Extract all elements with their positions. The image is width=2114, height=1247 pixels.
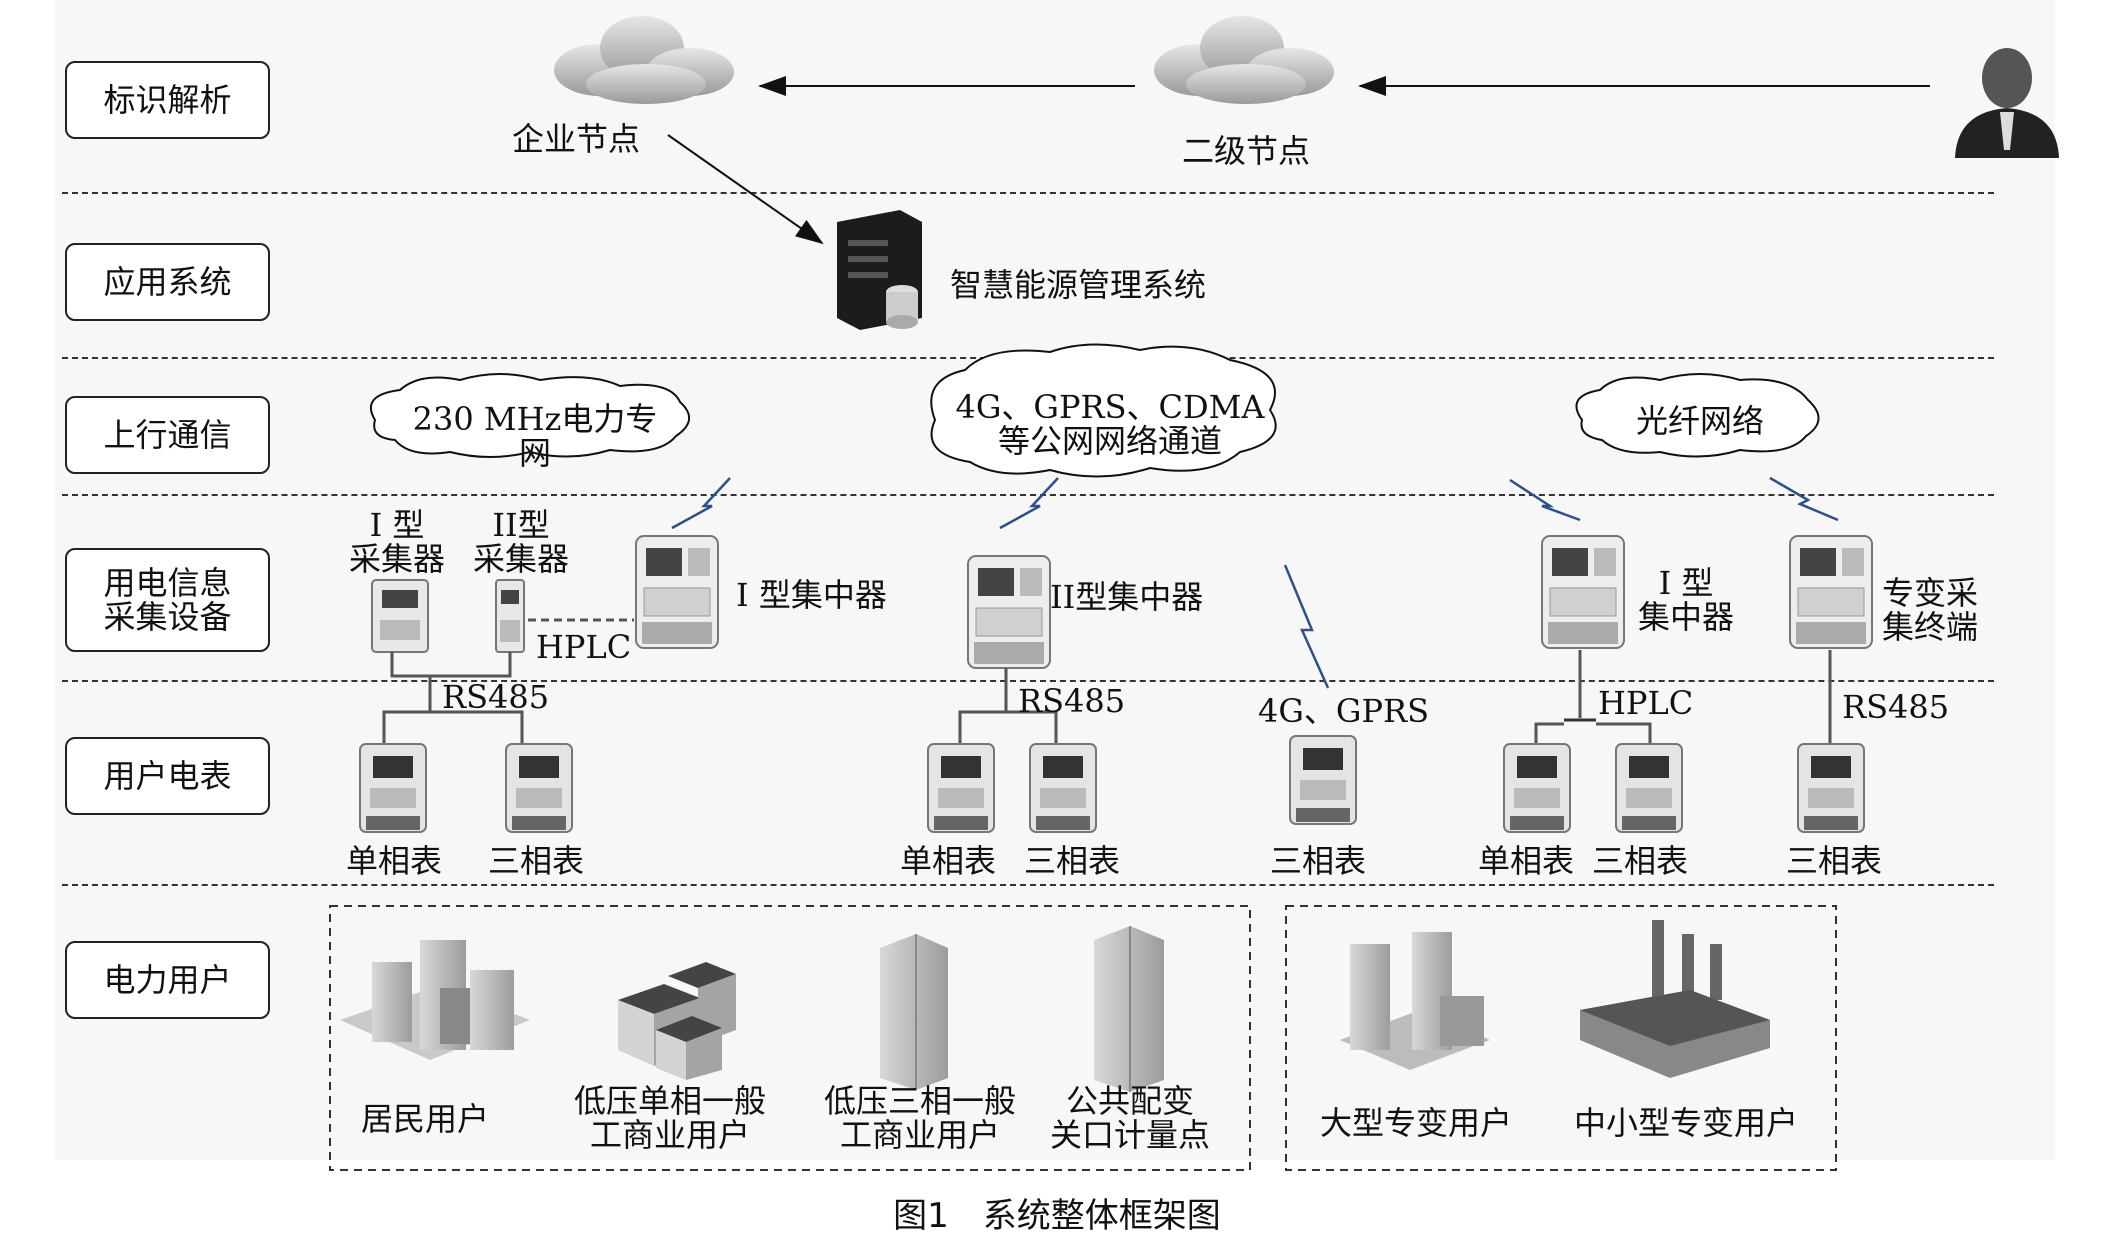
three-phase-meter-icon xyxy=(1029,743,1097,833)
private-net-label: 230 MHz电力专网 xyxy=(412,400,658,472)
concentrator2-label: II型集中器 xyxy=(1050,578,1204,616)
separator xyxy=(62,884,1994,886)
public-net-label: 4G、GPRS、CDMA 等公网网络通道 xyxy=(955,388,1265,460)
collector1-label: I 型 采集器 xyxy=(348,506,445,578)
server-icon xyxy=(837,210,922,330)
enterprise-node-label: 企业节点 xyxy=(512,120,641,158)
lightning-icon xyxy=(1283,564,1330,689)
tower-building-icon xyxy=(880,934,948,1090)
collector-type1-icon xyxy=(371,579,429,653)
private-net-bubble xyxy=(369,373,690,458)
layer-devices: 用电信息 采集设备 xyxy=(65,548,270,652)
commercial-building-icon xyxy=(618,962,736,1080)
meter-label: 三相表 xyxy=(1024,842,1121,880)
secondary-node-label: 二级节点 xyxy=(1182,132,1311,170)
separator xyxy=(62,192,1994,194)
office-building-icon xyxy=(1094,926,1164,1092)
gprs-label: 4G、GPRS xyxy=(1258,692,1430,730)
fiber-label: 光纤网络 xyxy=(1635,402,1764,440)
user-type-label: 中小型专变用户 xyxy=(1573,1104,1798,1142)
concentrator-type1b-icon xyxy=(1541,535,1625,649)
lightning-icon xyxy=(671,477,731,530)
system-label: 智慧能源管理系统 xyxy=(950,266,1207,304)
residential-building-icon xyxy=(340,940,530,1060)
hplc-label: HPLC xyxy=(536,628,632,666)
meter-label: 三相表 xyxy=(1270,842,1367,880)
single-phase-meter-icon xyxy=(1503,743,1571,833)
user-type-label: 低压单相一般 工商业用户 xyxy=(573,1082,766,1154)
hplc-label: HPLC xyxy=(1598,684,1694,722)
lightning-icon xyxy=(999,477,1059,530)
concentrator3-label: I 型 集中器 xyxy=(1637,564,1734,636)
lightning-icon xyxy=(1509,478,1581,522)
layer-app: 应用系统 xyxy=(65,243,270,321)
rs485-label: RS485 xyxy=(442,678,550,716)
single-phase-meter-icon xyxy=(927,743,995,833)
concentrator1-label: I 型集中器 xyxy=(736,576,887,614)
special-terminal-icon xyxy=(1789,535,1873,649)
concentrator-type2-icon xyxy=(967,555,1051,669)
rs485-label: RS485 xyxy=(1842,688,1950,726)
layer-identity: 标识解析 xyxy=(65,61,270,139)
low-voltage-users-group xyxy=(329,905,1251,1171)
lightning-icon xyxy=(1769,476,1839,522)
large-enterprise-building-icon xyxy=(1340,932,1490,1070)
three-phase-meter-icon xyxy=(1289,735,1357,825)
public-net-bubble xyxy=(930,343,1277,478)
meter-label: 单相表 xyxy=(1478,842,1575,880)
three-phase-meter-icon xyxy=(1615,743,1683,833)
arrow-enterprise-to-system xyxy=(667,134,824,245)
meter-label: 三相表 xyxy=(488,842,585,880)
three-phase-meter-icon xyxy=(505,743,573,833)
secondary-node-cloud-icon xyxy=(1154,16,1334,104)
layer-users: 电力用户 xyxy=(65,941,270,1019)
user-type-label: 低压三相一般 工商业用户 xyxy=(823,1082,1016,1154)
user-person-icon xyxy=(1955,48,2059,158)
enterprise-node-cloud-icon xyxy=(554,16,734,104)
meter-label: 单相表 xyxy=(900,842,997,880)
separator xyxy=(62,680,1994,682)
rs485-label: RS485 xyxy=(1018,682,1126,720)
meter-label: 三相表 xyxy=(1592,842,1689,880)
layer-meters: 用户电表 xyxy=(65,737,270,815)
three-phase-meter-icon xyxy=(1797,743,1865,833)
concentrator-type1-icon xyxy=(635,535,719,649)
single-phase-meter-icon xyxy=(359,743,427,833)
user-type-label: 公共配变 关口计量点 xyxy=(1049,1082,1210,1154)
factory-icon xyxy=(1580,920,1770,1078)
separator xyxy=(62,494,1994,496)
meter-label: 三相表 xyxy=(1786,842,1883,880)
layer-uplink: 上行通信 xyxy=(65,396,270,474)
meter-label: 单相表 xyxy=(346,842,443,880)
collector-type2-icon xyxy=(495,579,525,653)
collector2-label: II型 采集器 xyxy=(472,506,569,578)
figure-caption: 图1 系统整体框架图 xyxy=(893,1196,1221,1236)
user-type-label: 大型专变用户 xyxy=(1319,1104,1512,1142)
fiber-bubble xyxy=(1575,373,1820,458)
user-type-label: 居民用户 xyxy=(360,1100,489,1138)
special-terminal-label: 专变采 集终端 xyxy=(1881,574,1978,646)
